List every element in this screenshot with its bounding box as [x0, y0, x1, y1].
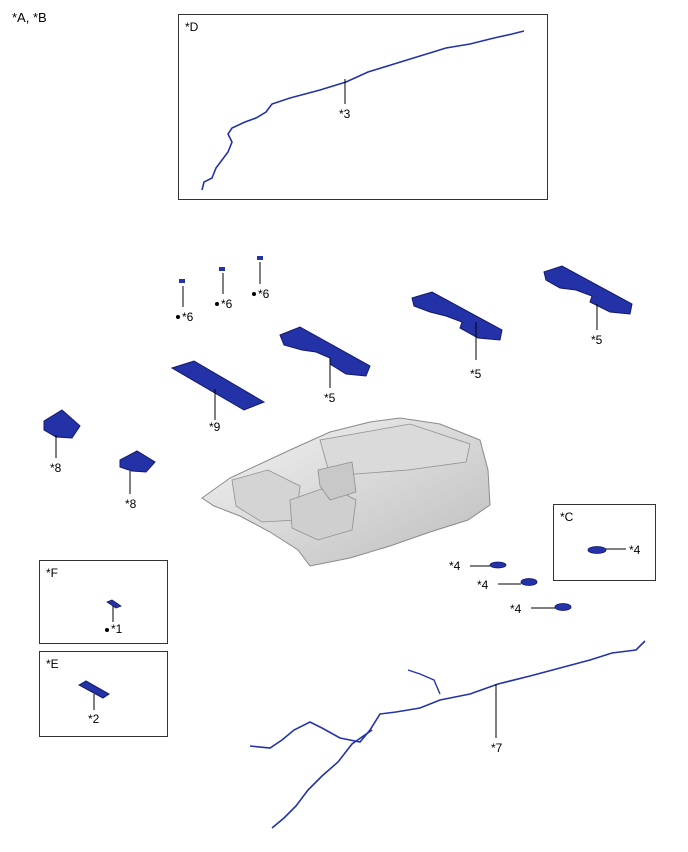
- callout-5-b: *5: [470, 367, 482, 381]
- harness-7-drop: [407, 669, 441, 695]
- callout-7: *7: [491, 741, 503, 755]
- harness-3: [201, 30, 525, 191]
- grommet-4-d: [587, 546, 607, 554]
- inset-f: *F: [39, 560, 168, 644]
- clip-6-a: [179, 279, 185, 283]
- callout-4-b: *4: [477, 578, 489, 592]
- pad-5-c: [543, 265, 633, 315]
- pad-5-b: [411, 291, 503, 341]
- callout-8-b: *8: [125, 497, 137, 511]
- pad-8-a: [43, 409, 81, 439]
- callout-6-a: *6: [182, 310, 194, 324]
- inset-e-tag: *E: [46, 657, 59, 671]
- callout-9: *9: [209, 420, 221, 434]
- inset-d: *D: [178, 14, 548, 200]
- callout-5-a: *5: [324, 391, 336, 405]
- harness-7-branch: [271, 729, 373, 829]
- harness-7: [249, 640, 646, 749]
- callout-4-c: *4: [510, 602, 522, 616]
- pad-9: [170, 360, 266, 411]
- callout-8-a: *8: [50, 461, 62, 475]
- callout-2: *2: [88, 712, 100, 726]
- floor-pan: [201, 417, 491, 567]
- callout-6-c: *6: [258, 287, 270, 301]
- inset-c-tag: *C: [560, 510, 574, 524]
- grommet-4-c: [554, 603, 572, 611]
- clip-6-b: [219, 267, 225, 271]
- inset-d-tag: *D: [185, 20, 199, 34]
- callout-6-b: *6: [221, 297, 233, 311]
- inset-c: *C: [553, 504, 656, 581]
- grommet-4-b: [520, 578, 538, 586]
- clip-1: [106, 599, 122, 609]
- callout-4-d: *4: [629, 543, 641, 557]
- pad-5-a: [279, 326, 371, 377]
- leader-lines: [55, 79, 626, 738]
- clip-6-c: [257, 256, 263, 260]
- grommet-4-a: [489, 561, 507, 569]
- inset-f-tag: *F: [46, 566, 58, 580]
- bullet-dots: [105, 292, 256, 632]
- pad-8-b: [119, 450, 156, 473]
- pad-2: [77, 680, 110, 699]
- inset-e: *E: [39, 651, 168, 737]
- callout-1: *1: [111, 622, 123, 636]
- callout-5-c: *5: [591, 333, 603, 347]
- callout-3: *3: [339, 107, 351, 121]
- callout-4-a: *4: [449, 559, 461, 573]
- variant-header: *A, *B: [12, 10, 47, 25]
